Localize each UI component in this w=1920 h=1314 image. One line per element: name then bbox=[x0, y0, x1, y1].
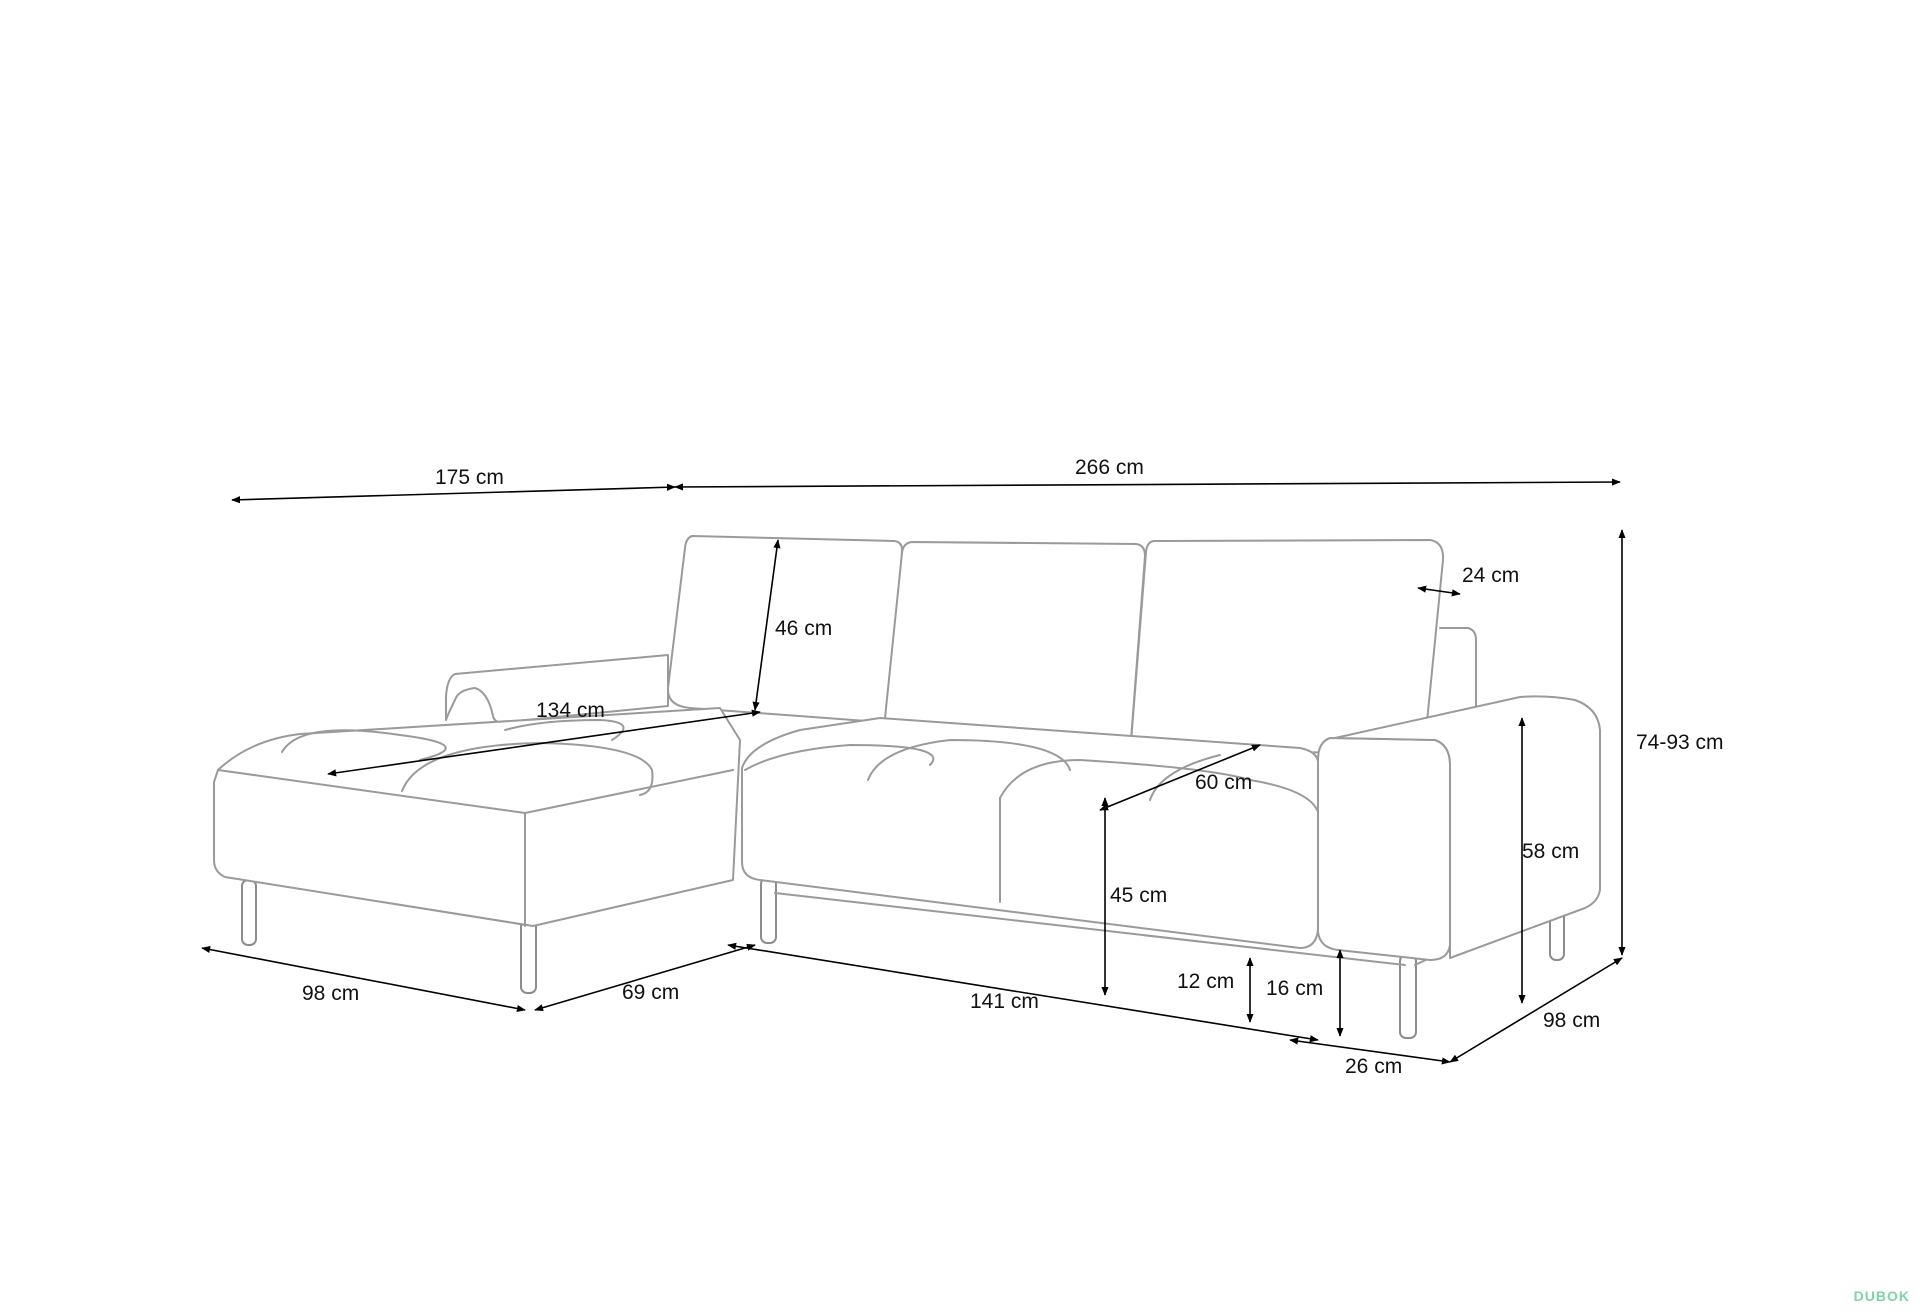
dim-line-134 bbox=[327, 709, 761, 777]
label-266: 266 cm bbox=[1075, 456, 1144, 479]
dimension-lines bbox=[201, 478, 1626, 1065]
dim-line-175 bbox=[231, 483, 676, 504]
label-45: 45 cm bbox=[1110, 884, 1167, 907]
label-58: 58 cm bbox=[1522, 840, 1579, 863]
dim-line-24 bbox=[1417, 585, 1461, 597]
leg-middle-front bbox=[760, 877, 777, 944]
label-98-left: 98 cm bbox=[302, 982, 359, 1005]
sofa-drawing bbox=[213, 535, 1601, 1039]
main-seat-tuft-1 bbox=[744, 744, 935, 771]
dim-line-141 bbox=[727, 942, 1319, 1043]
label-175: 175 cm bbox=[435, 466, 504, 489]
label-12: 12 cm bbox=[1177, 970, 1234, 993]
dim-line-60 bbox=[1099, 744, 1261, 811]
leg-chaise-front bbox=[520, 919, 537, 994]
label-16: 16 cm bbox=[1266, 977, 1323, 1000]
dim-line-98-right bbox=[1449, 957, 1623, 1063]
dim-line-69 bbox=[534, 943, 756, 1012]
back-cushion-right bbox=[1130, 539, 1445, 754]
right-armrest bbox=[1317, 737, 1451, 961]
dim-line-26 bbox=[1289, 1037, 1451, 1065]
leg-right-front bbox=[1399, 954, 1417, 1039]
label-46: 46 cm bbox=[775, 617, 832, 640]
back-cushion-middle bbox=[884, 541, 1146, 749]
main-seat bbox=[741, 717, 1320, 949]
dim-line-266 bbox=[674, 478, 1621, 491]
label-74-93: 74-93 cm bbox=[1636, 731, 1724, 754]
main-seat-tuft-2 bbox=[867, 739, 1071, 781]
label-141: 141 cm bbox=[970, 990, 1039, 1013]
label-69: 69 cm bbox=[622, 981, 679, 1004]
label-60: 60 cm bbox=[1195, 771, 1252, 794]
back-frame-right-edge bbox=[1439, 627, 1477, 711]
leg-left-back bbox=[241, 879, 257, 946]
label-98-right: 98 cm bbox=[1543, 1009, 1600, 1032]
label-24: 24 cm bbox=[1462, 564, 1519, 587]
right-armrest-side bbox=[1334, 695, 1601, 959]
dimension-labels: 175 cm 266 cm 46 cm 24 cm 134 cm 60 cm 7… bbox=[302, 456, 1724, 1078]
label-134: 134 cm bbox=[536, 699, 605, 722]
dim-line-46 bbox=[752, 539, 781, 711]
dim-line-98-left bbox=[201, 945, 526, 1013]
label-26: 26 cm bbox=[1345, 1055, 1402, 1078]
watermark-logo: DUBOK bbox=[1853, 1288, 1910, 1304]
